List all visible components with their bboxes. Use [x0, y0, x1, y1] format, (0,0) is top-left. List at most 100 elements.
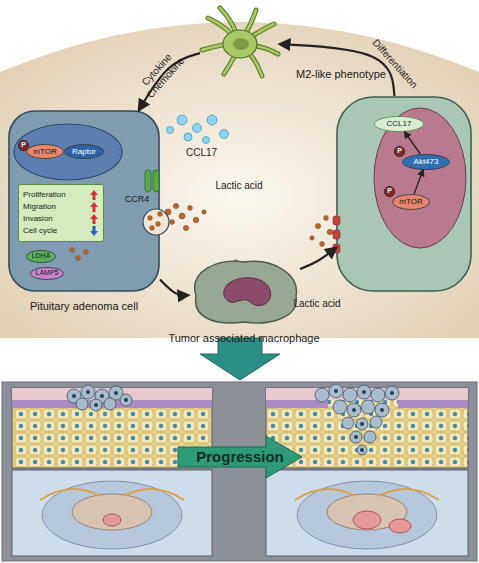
scan-before [12, 470, 212, 556]
polygon-shape [178, 436, 302, 478]
protein-oval: LDHA [26, 250, 56, 263]
circle-shape [394, 146, 404, 156]
nucleus [224, 278, 271, 306]
circle-shape [360, 448, 364, 452]
circle-shape [334, 389, 338, 393]
circle-shape [364, 431, 376, 443]
node-label: mTOR [33, 147, 56, 156]
circle-shape [343, 388, 357, 402]
tam-cell-outline [188, 256, 300, 326]
circle-shape [371, 388, 385, 402]
beige-backdrop [0, 22, 479, 338]
effect-text: Proliferation [23, 189, 66, 201]
protein-oval: mTOR [392, 194, 430, 210]
up-arrow-symbol [90, 190, 98, 200]
ellipse-shape [31, 268, 64, 280]
protein-oval: Akt473 [402, 154, 450, 170]
ellipse-shape [72, 494, 152, 530]
rect-shape [398, 400, 468, 408]
edge-label: Differentiation [361, 26, 430, 101]
circle-shape [81, 385, 95, 399]
circle-shape [347, 403, 361, 417]
node-label: Raptor [72, 147, 96, 156]
effect-text: Migration [23, 201, 56, 213]
circle-shape [72, 394, 76, 398]
node-label: LDHA [32, 252, 51, 260]
g-shape [315, 384, 399, 455]
circle-shape [385, 386, 399, 400]
circle-shape [114, 391, 118, 395]
adenoma-cell: Pituitary adenoma cellPmTORRaptorProlife… [8, 110, 160, 292]
node-label: CCR4 [117, 194, 157, 204]
lactic-acid-dot [84, 250, 89, 255]
lactic-acid-dot [148, 216, 153, 221]
circle-shape [86, 390, 90, 394]
ellipse-shape [27, 251, 56, 263]
circle-shape [203, 137, 210, 144]
circle-shape [193, 124, 202, 133]
node-label: Pituitary adenoma cell [8, 300, 160, 313]
node-label: P [21, 141, 26, 149]
up-arrow-symbol [90, 202, 98, 212]
circle-shape [104, 398, 116, 410]
circle-shape [183, 225, 188, 230]
edge-label: Cytokine Chemokine [132, 43, 191, 104]
node-label: P [397, 147, 402, 155]
circle-shape [188, 206, 193, 211]
ellipse-shape [353, 511, 381, 529]
node-label: CCL17 [387, 119, 412, 128]
circle-shape [327, 229, 333, 235]
lactic-acid-dot [150, 226, 155, 231]
circle-shape [193, 217, 199, 223]
circle-shape [354, 435, 358, 439]
path-shape [295, 489, 355, 500]
rect-shape [153, 170, 159, 192]
circle-shape [356, 418, 368, 430]
up-arrow-symbol [90, 214, 98, 224]
macrophage-cell: CCL17PAkt473PmTOR [336, 96, 472, 292]
circle-shape [100, 394, 104, 398]
circle-shape [342, 417, 354, 429]
ccl17-dots [167, 115, 229, 144]
ellipse-shape [42, 481, 182, 549]
nucleus [233, 38, 249, 50]
circle-shape [220, 130, 229, 139]
g-shape [334, 389, 394, 452]
rect-shape [19, 185, 104, 242]
circle-shape [375, 403, 389, 417]
circle-shape [380, 408, 384, 412]
tam-cell: Tumor associated macrophage [188, 256, 300, 326]
node-label: P [387, 187, 392, 195]
lactic-acid-dot [70, 248, 75, 253]
path-shape [124, 489, 184, 500]
connector-arrow [414, 170, 423, 194]
m2-macrophage-outline [200, 6, 280, 78]
rect-shape [12, 470, 212, 556]
path-shape [195, 261, 297, 323]
ellipse-shape [297, 481, 437, 549]
circle-shape [361, 400, 375, 414]
circle-shape [94, 403, 98, 407]
circle-shape [315, 223, 320, 228]
path-shape [379, 489, 439, 500]
circle-shape [167, 127, 174, 134]
circle-shape [350, 431, 362, 443]
circle-shape [90, 399, 102, 411]
circle-shape [329, 384, 343, 398]
circle-shape [315, 388, 329, 402]
edge-label: Lactic acid [204, 180, 274, 192]
phospho-badge: P [384, 186, 395, 197]
transporter-symbol [333, 216, 340, 225]
circle-shape [360, 422, 364, 426]
ellipse-shape [65, 145, 104, 159]
node-label: Tumor associated macrophage [154, 332, 334, 345]
circle-shape [179, 213, 185, 219]
circle-shape [370, 416, 382, 428]
circle-shape [362, 390, 366, 394]
nucleus [14, 124, 122, 180]
node-label: mTOR [399, 197, 422, 206]
circle-shape [170, 220, 175, 225]
effect-text: Invasion [23, 213, 53, 225]
